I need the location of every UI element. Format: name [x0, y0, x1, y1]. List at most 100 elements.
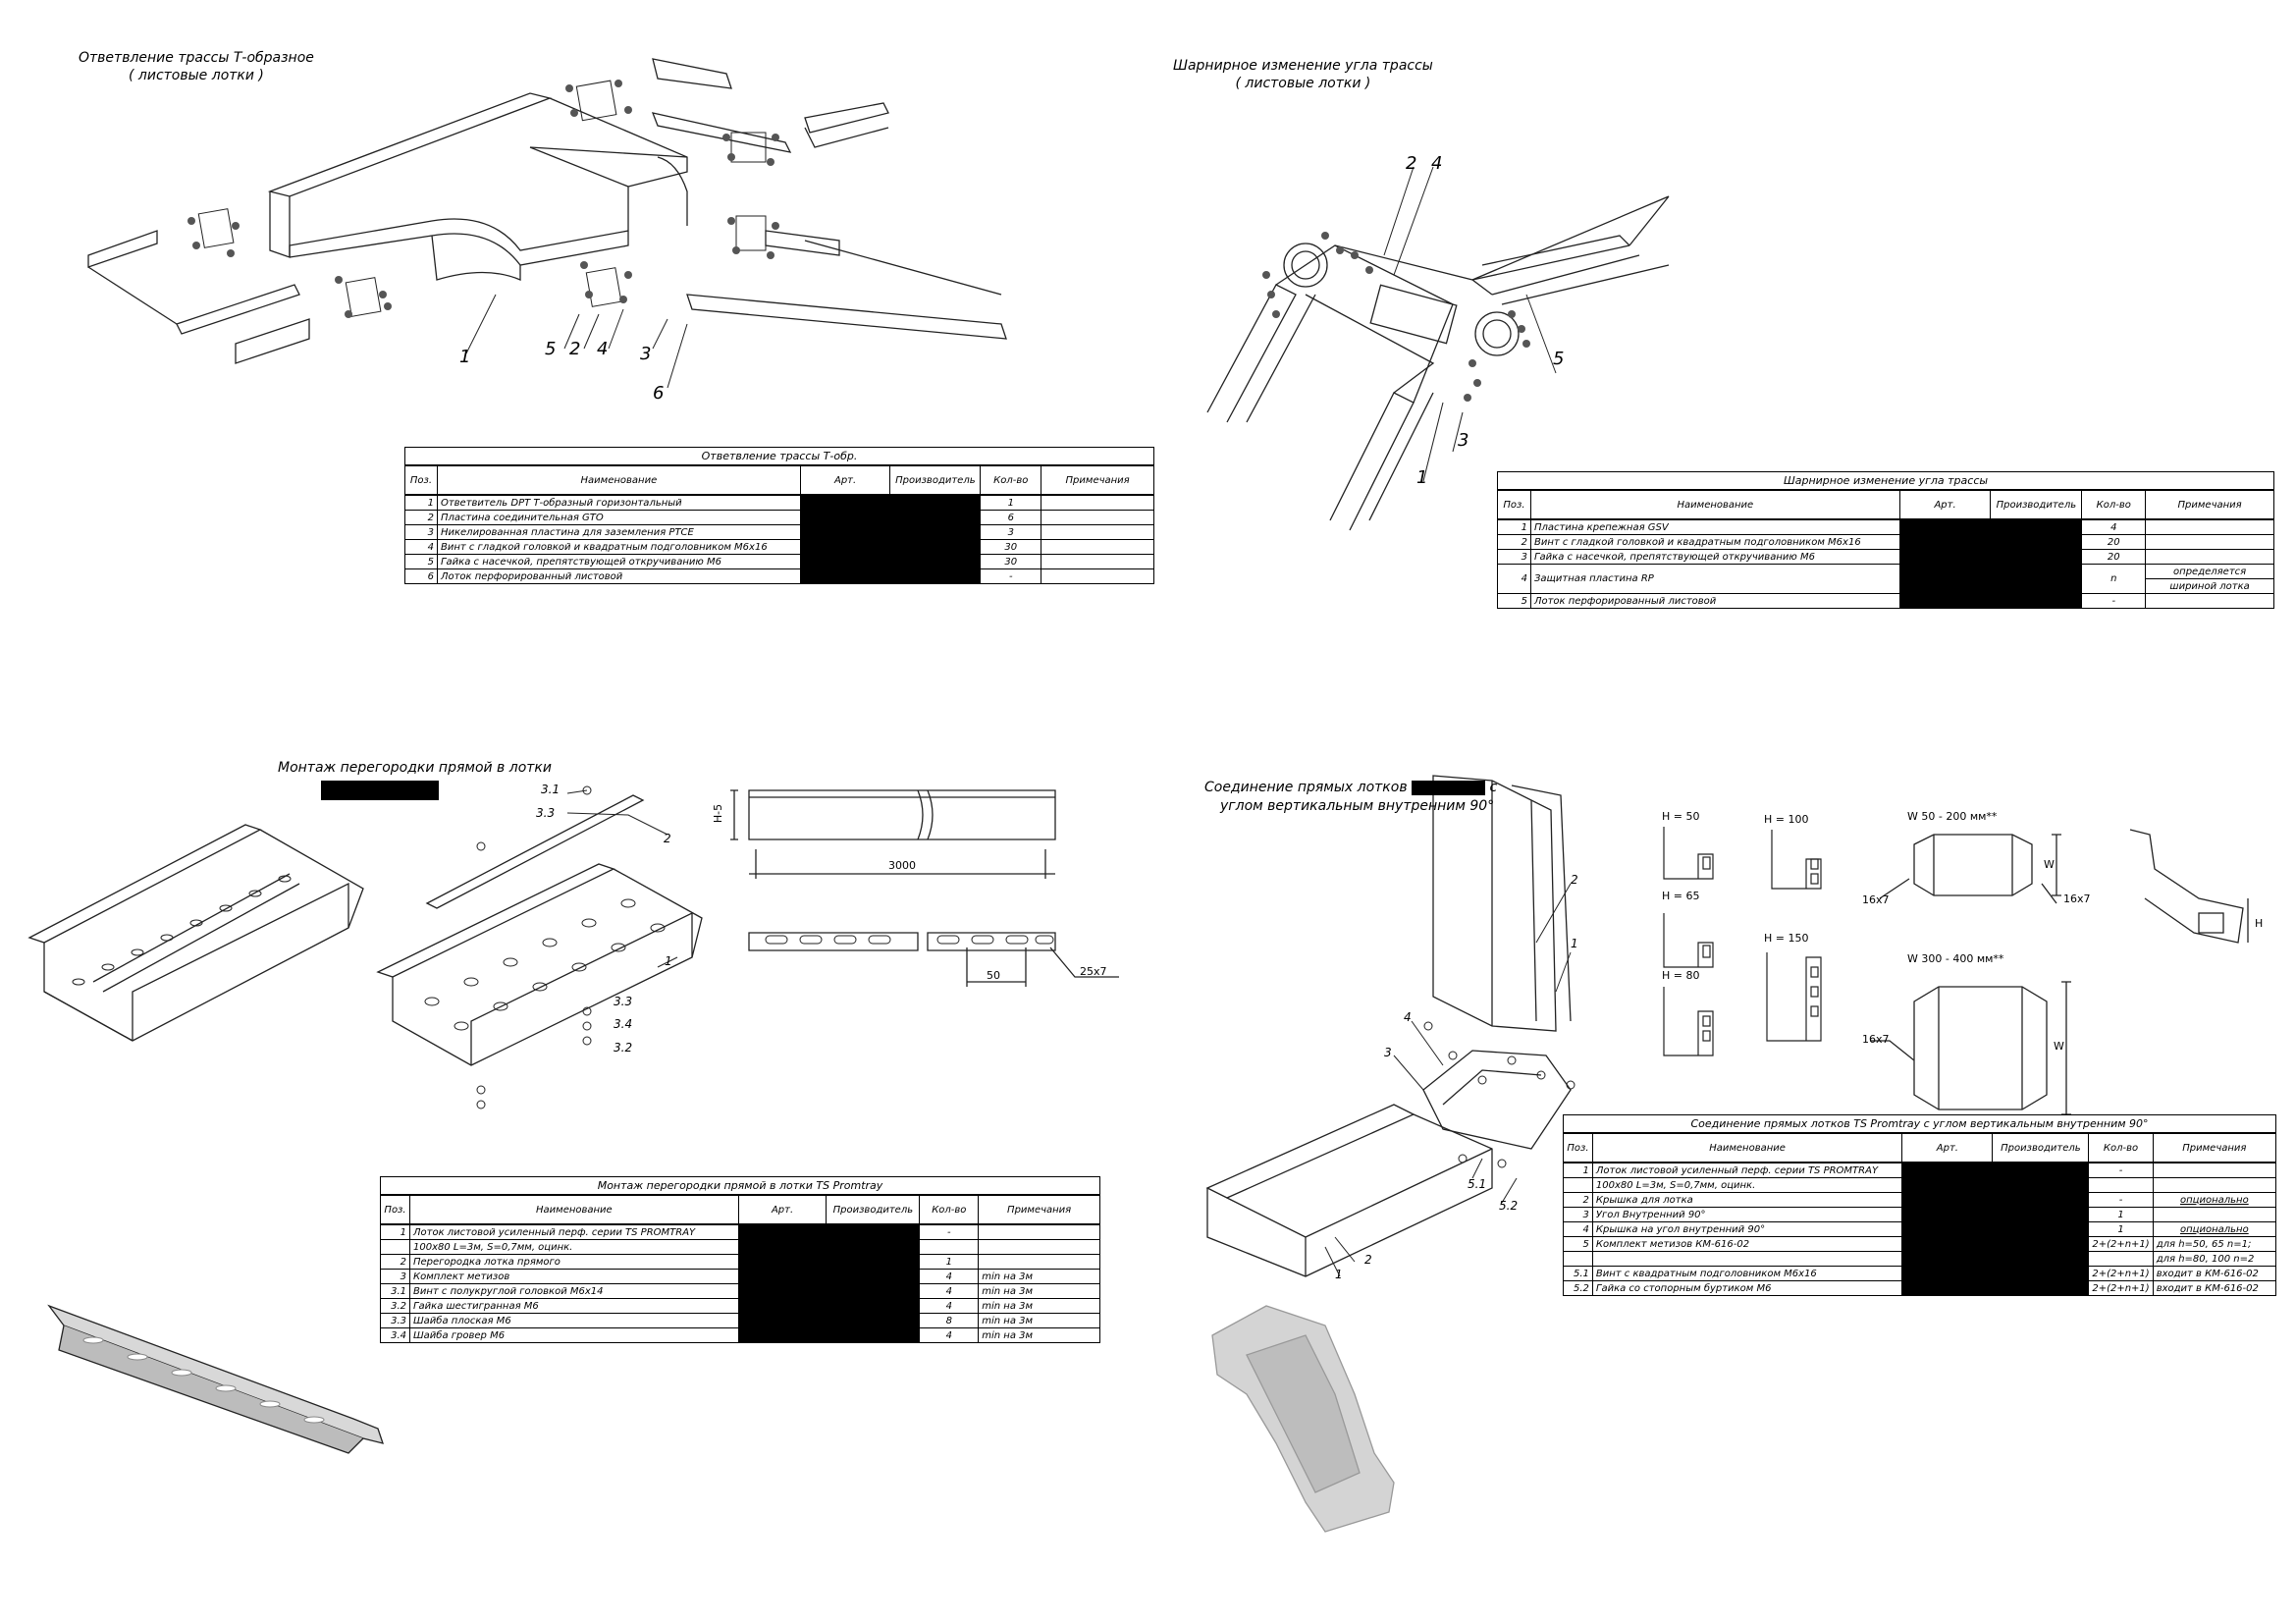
cell-name: Гайка со стопорным буртиком М6 — [1591, 1280, 1903, 1296]
dim-slot: 16x7 — [1862, 893, 1890, 906]
cell-pos: 6 — [404, 568, 438, 584]
cell-qty: 1 — [2088, 1221, 2154, 1237]
col-qty: Кол-во — [980, 464, 1042, 496]
redacted-label — [321, 781, 439, 800]
cell-qty: 4 — [919, 1283, 980, 1299]
col-art: Арт. — [1898, 489, 1992, 520]
cell-name: Пластина соединительная GTO — [436, 510, 801, 525]
cell-qty: - — [919, 1223, 980, 1240]
cell-name: Шайба гровер М6 — [408, 1327, 739, 1343]
col-pos: Поз. — [404, 464, 438, 496]
callout-4: 4 — [1431, 153, 1443, 174]
cell-note — [1041, 539, 1154, 555]
cell-pos: 2 — [1563, 1192, 1593, 1208]
dim-length: 3000 — [888, 859, 916, 872]
cell-qty: 3 — [980, 524, 1042, 540]
redacted-label — [1412, 780, 1486, 795]
cell-pos — [1563, 1177, 1593, 1193]
cell-qty: - — [980, 568, 1042, 584]
col-qty: Кол-во — [2088, 1132, 2154, 1163]
cell-note — [2152, 1207, 2277, 1222]
cell-note: опционально — [2152, 1221, 2277, 1237]
cell-note: min на 3м — [978, 1269, 1100, 1284]
cell-pos: 4 — [1497, 564, 1531, 594]
cell-note — [1041, 510, 1154, 525]
redacted-block — [1901, 1162, 2090, 1296]
cell-qty: 2+(2+n+1) — [2088, 1280, 2154, 1296]
w-range-label: W 300 - 400 мм** — [1907, 952, 2004, 965]
callout-1: 1 — [1416, 467, 1428, 488]
profile-label: H = 150 — [1764, 932, 1809, 945]
profile-label: H = 50 — [1662, 810, 1700, 823]
cell-name: Угол Внутренний 90° — [1591, 1207, 1903, 1222]
cell-name: Перегородка лотка прямого — [408, 1254, 739, 1270]
section2-title-line1: Шарнирное изменение угла трассы — [1173, 58, 1433, 74]
cell-qty: 20 — [2081, 534, 2147, 550]
cell-qty — [2088, 1251, 2154, 1267]
col-art: Арт. — [1901, 1132, 1994, 1163]
col-note: Примечания — [1041, 464, 1154, 496]
cell-note — [2145, 593, 2274, 609]
cell-name: Никелированная пластина для заземления P… — [436, 524, 801, 540]
cell-note — [1041, 494, 1154, 511]
profile-label: H = 65 — [1662, 890, 1700, 902]
cell-note: min на 3м — [978, 1283, 1100, 1299]
cell-qty: 4 — [919, 1327, 980, 1343]
cell-qty: 2+(2+n+1) — [2088, 1266, 2154, 1281]
dim-w: W — [2044, 858, 2055, 871]
table-caption: Соединение прямых лотков TS Promtray с у… — [1563, 1114, 2276, 1134]
callout-1: 1 — [665, 954, 672, 968]
cell-note: опционально — [2152, 1192, 2277, 1208]
col-maker: Производитель — [889, 464, 982, 496]
profile-label: H = 80 — [1662, 969, 1700, 982]
cell-qty — [2088, 1177, 2154, 1193]
section1-title-line1: Ответвление трассы Т-образное — [79, 50, 314, 66]
callout-1: 1 — [459, 347, 471, 367]
cell-note: для h=80, 100 n=2 — [2152, 1251, 2277, 1267]
cell-qty: 30 — [980, 554, 1042, 569]
table-row: для h=80, 100 n=2 — [1563, 1251, 2277, 1267]
col-name: Наименование — [408, 1194, 739, 1225]
cell-qty: 1 — [919, 1254, 980, 1270]
section1-title: Ответвление трассы Т-образное ( листовые… — [79, 49, 314, 84]
callout-3: 3 — [640, 344, 652, 364]
cell-qty: 30 — [980, 539, 1042, 555]
cell-name: Гайка с насечкой, препятствующей откручи… — [436, 554, 801, 569]
cell-pos: 5 — [404, 554, 438, 569]
callout-3-4: 3.4 — [614, 1017, 633, 1031]
cell-name — [1591, 1251, 1903, 1267]
callout-2: 2 — [1364, 1253, 1372, 1267]
col-art: Арт. — [799, 464, 891, 496]
col-maker: Производитель — [1990, 489, 2083, 520]
hinge-drawing — [1206, 166, 1670, 531]
cell-note — [2145, 518, 2274, 535]
col-name: Наименование — [1591, 1132, 1903, 1163]
cell-qty: 1 — [2088, 1207, 2154, 1222]
callout-5-2: 5.2 — [1499, 1199, 1519, 1213]
table-row: 100x80 L=3м, S=0,7мм, оцинк. — [1563, 1177, 2277, 1193]
cell-note — [978, 1254, 1100, 1270]
callout-2: 2 — [1571, 873, 1578, 887]
col-name: Наименование — [436, 464, 801, 496]
cell-qty: 4 — [919, 1269, 980, 1284]
callout-3-3: 3.3 — [536, 806, 556, 820]
callout-1: 1 — [1335, 1268, 1343, 1281]
callout-3: 3 — [1458, 430, 1469, 451]
cell-note — [2152, 1177, 2277, 1193]
cell-name: Винт с полукруглой головкой М6х14 — [408, 1283, 739, 1299]
cell-pos: 3 — [404, 524, 438, 540]
cell-note — [978, 1239, 1100, 1255]
cell-pos: 5 — [1563, 1236, 1593, 1252]
cell-name: Гайка шестигранная М6 — [408, 1298, 739, 1314]
cell-name: Крышка на угол внутренний 90° — [1591, 1221, 1903, 1237]
table-caption: Монтаж перегородки прямой в лотки TS Pro… — [380, 1176, 1100, 1196]
callout-4: 4 — [597, 339, 609, 359]
cell-qty: 20 — [2081, 549, 2147, 565]
cell-note: min на 3м — [978, 1298, 1100, 1314]
